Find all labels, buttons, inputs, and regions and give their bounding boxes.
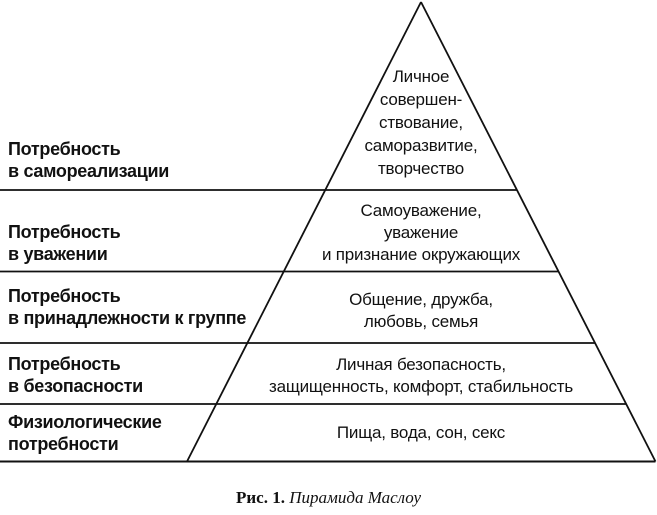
level-5-content: Пища, вода, сон, секс xyxy=(336,423,506,442)
level-2-content: Самоуважение, уважение и признание окруж… xyxy=(321,201,521,264)
pyramid-left-slope xyxy=(186,1,422,462)
figure-caption-title: Пирамида Маслоу xyxy=(289,488,421,507)
level-4-left-label: Потребность в безопасности xyxy=(8,354,143,396)
level-1-content: Личное совершен- ствование, саморазвитие… xyxy=(364,67,478,178)
level-3-left-label: Потребность в принадлежности к группе xyxy=(8,286,247,328)
level-4-content: Личная безопасность, защищенность, комфо… xyxy=(269,355,573,396)
figure-caption-number: Рис. 1. xyxy=(235,488,285,507)
level-1-left-label: Потребность в самореализации xyxy=(8,139,170,181)
pyramid-right-slope xyxy=(420,1,657,462)
level-2-left-label: Потребность в уважении xyxy=(8,222,121,264)
level-3-content: Общение, дружба, любовь, семья xyxy=(349,290,493,331)
figure-caption: Рис. 1. Пирамида Маслоу xyxy=(0,487,657,509)
level-5-left-label: Физиологические потребности xyxy=(8,412,162,454)
